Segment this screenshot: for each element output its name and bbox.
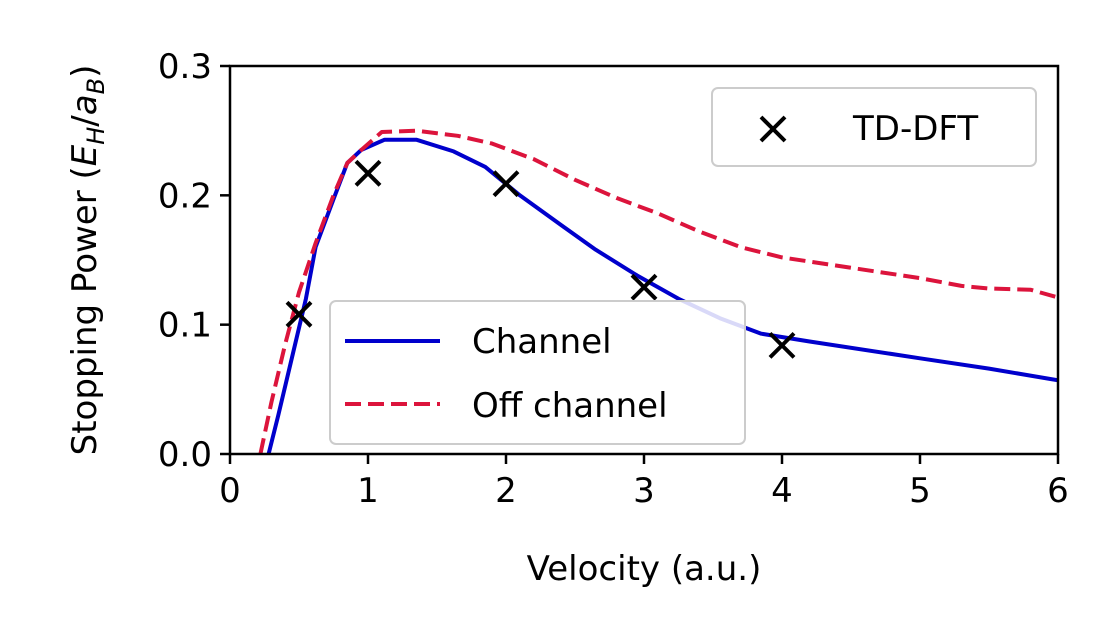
series-layer	[258, 128, 1058, 454]
td-dft-point	[630, 273, 658, 301]
y-tick-label: 0.2	[158, 176, 212, 216]
y-axis-title: Stopping Power (EH/aB)	[65, 65, 110, 456]
x-axis-title: Velocity (a.u.)	[527, 549, 762, 589]
legend-td-dft-box	[711, 87, 1037, 167]
td-dft-point	[354, 159, 382, 187]
x-tick-label: 0	[219, 471, 241, 511]
y-tick-label: 0.0	[158, 435, 212, 475]
channel-line	[266, 137, 1058, 454]
legend-x-marker-icon	[759, 115, 787, 143]
td-dft-point	[285, 300, 313, 328]
x-axis-ticks: 0 1 2 3 4 5 6	[219, 454, 1069, 511]
legend-lines-box	[329, 300, 746, 445]
legend-lines: Channel Off channel	[329, 300, 746, 445]
x-tick-label: 1	[357, 471, 379, 511]
legend-label-td-dft: TD-DFT	[852, 109, 978, 149]
y-tick-label: 0.1	[158, 306, 212, 346]
off-channel-line	[258, 128, 1058, 454]
x-tick-label: 3	[633, 471, 655, 511]
td-dft-point	[768, 331, 796, 359]
y-tick-label: 0.3	[158, 47, 212, 87]
legend-label-channel: Channel	[472, 322, 612, 362]
y-axis-ticks: 0.0 0.1 0.2 0.3	[158, 47, 230, 475]
x-tick-label: 6	[1047, 471, 1069, 511]
legend-td-dft: TD-DFT	[711, 87, 1037, 167]
x-tick-label: 4	[771, 471, 793, 511]
x-tick-label: 2	[495, 471, 517, 511]
legend-label-off-channel: Off channel	[472, 386, 668, 426]
td-dft-point	[492, 170, 520, 198]
marker-layer	[285, 159, 796, 359]
x-tick-label: 5	[909, 471, 931, 511]
